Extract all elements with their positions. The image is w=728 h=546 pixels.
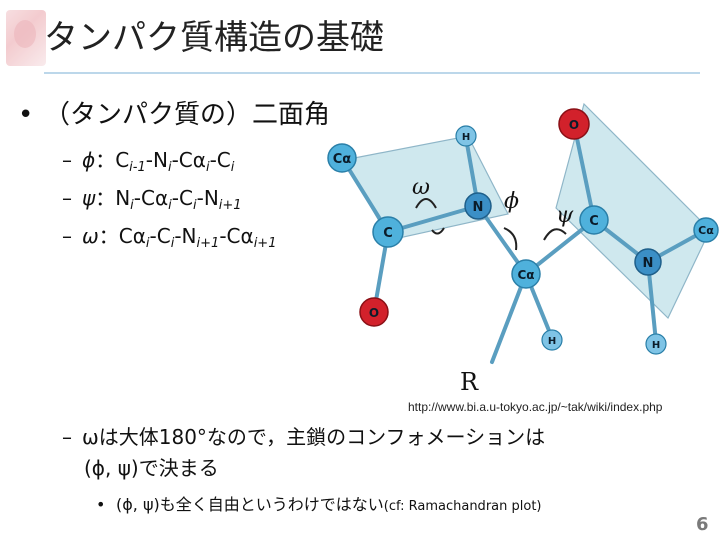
- phi-rotation-icon: [503, 227, 518, 251]
- phi-part: -N: [145, 148, 168, 172]
- omega-symbol: ω: [82, 224, 99, 248]
- phi-part: -C: [209, 148, 231, 172]
- phi-index: i: [230, 160, 235, 175]
- atom-h-bottom-center: H: [541, 329, 563, 351]
- svg-text:N: N: [473, 200, 484, 215]
- omega-angle-label: ω: [412, 175, 430, 200]
- omega-part: Cα: [118, 224, 146, 248]
- svg-text:Cα: Cα: [333, 152, 352, 167]
- atom-h-top: H: [455, 125, 477, 147]
- sub-bullet-phi: –ϕ：Ci-1-Ni-Cαi-Ci: [62, 146, 234, 182]
- omega-part: -N: [174, 224, 197, 248]
- phi-angle-label: ϕ: [504, 189, 519, 214]
- atom-c-right: C: [579, 205, 609, 235]
- atom-o-top: O: [558, 108, 590, 140]
- psi-rotation-icon: [543, 228, 567, 241]
- peptide-dihedral-diagram: Cα C O H N Cα H C O Cα N H R: [327, 102, 719, 396]
- psi-part: N: [115, 186, 131, 210]
- psi-index: i: [168, 198, 172, 213]
- svg-text:O: O: [369, 306, 379, 320]
- phi-separator: ：: [95, 148, 116, 172]
- psi-symbol: ψ: [82, 186, 96, 210]
- psi-angle-label: ψ: [556, 203, 574, 228]
- psi-part: -Cα: [133, 186, 169, 210]
- svg-text:H: H: [548, 336, 556, 347]
- omega-index: i: [145, 236, 150, 251]
- third-level-bullet: • (ϕ, ψ)も全く自由というわけではない(cf: Ramachandran p…: [96, 492, 541, 520]
- atom-n-right: N: [634, 248, 662, 276]
- psi-separator: ：: [95, 186, 116, 210]
- third-bullet-text: (ϕ, ψ)も全く自由というわけではない: [116, 495, 384, 514]
- r-group-label: R: [460, 368, 479, 396]
- sub-bullet-psi: –ψ：Ni-Cαi-Ci-Ni+1: [62, 184, 242, 220]
- bullet-dot-icon: •: [18, 100, 34, 130]
- omega-part: -C: [149, 224, 171, 248]
- dash-icon: –: [62, 224, 72, 248]
- logo-image: [6, 10, 46, 66]
- phi-index: i: [205, 160, 210, 175]
- omega-note-line2: (ϕ, ψ)で決まる: [84, 456, 219, 480]
- svg-text:Cα: Cα: [517, 268, 534, 282]
- omega-note-line1: ωは大体180°なので，主鎖のコンフォメーションは: [82, 425, 546, 449]
- omega-index: i: [170, 236, 175, 251]
- dash-icon: –: [62, 186, 72, 210]
- atom-h-bottom-right: H: [645, 333, 667, 355]
- svg-text:C: C: [383, 226, 393, 241]
- omega-index: i+1: [253, 236, 277, 251]
- phi-symbol: ϕ: [82, 148, 96, 172]
- bullet-dihedral-angles: • （タンパク質の）二面角: [18, 98, 330, 132]
- atom-ca-center: Cα: [511, 259, 541, 289]
- slide-title: タンパク質構造の基礎: [44, 18, 384, 58]
- ramachandran-reference: (cf: Ramachandran plot): [383, 499, 542, 514]
- dash-icon: –: [62, 148, 72, 172]
- phi-index: i-1: [129, 160, 146, 175]
- svg-text:C: C: [589, 214, 599, 229]
- svg-text:Cα: Cα: [698, 224, 714, 237]
- phi-part: C: [115, 148, 130, 172]
- phi-index: i: [167, 160, 172, 175]
- omega-rotation-icon: [415, 198, 437, 209]
- dash-icon: –: [62, 425, 72, 449]
- svg-text:O: O: [569, 118, 579, 132]
- sub-bullet-omega-note: –ωは大体180°なので，主鎖のコンフォメーションは: [62, 422, 545, 452]
- phi-part: -Cα: [171, 148, 206, 172]
- psi-index: i: [130, 198, 134, 213]
- svg-text:H: H: [652, 340, 660, 351]
- rotation-arrows: [415, 198, 567, 251]
- sub-bullet-omega: –ω：Cαi-Ci-Ni+1-Cαi+1: [62, 222, 276, 258]
- psi-index: i: [192, 198, 197, 213]
- source-url: http://www.bi.a.u-tokyo.ac.jp/~tak/wiki/…: [408, 400, 663, 414]
- atom-c-left: C: [372, 216, 404, 248]
- atom-ca-right: Cα: [693, 217, 719, 243]
- page-number: 6: [696, 514, 709, 535]
- omega-part: -Cα: [219, 224, 254, 248]
- psi-index: i+1: [218, 198, 242, 213]
- omega-index: i+1: [196, 236, 220, 251]
- atom-o-bottom: O: [359, 297, 389, 327]
- bullet-main-text: （タンパク質の）二面角: [44, 100, 331, 130]
- atom-n-center: N: [464, 192, 492, 220]
- psi-part: -C: [171, 186, 193, 210]
- omega-separator: ：: [98, 224, 119, 248]
- svg-text:N: N: [643, 256, 654, 271]
- atom-ca-left: Cα: [327, 143, 357, 173]
- psi-part: -N: [196, 186, 219, 210]
- svg-text:H: H: [462, 132, 470, 143]
- bullet-dot-icon: •: [96, 495, 106, 514]
- title-divider: [44, 72, 700, 74]
